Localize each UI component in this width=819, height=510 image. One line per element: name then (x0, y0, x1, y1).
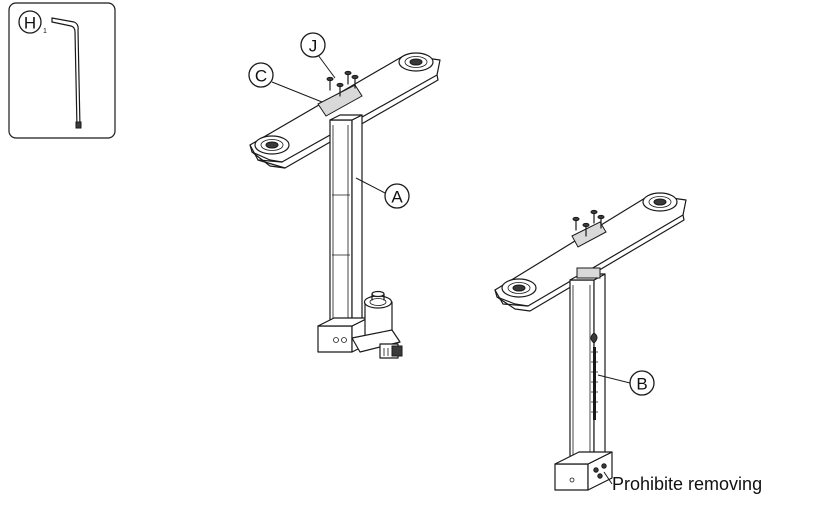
pad-left-a (254, 135, 290, 155)
top-bracket-b (494, 192, 687, 312)
column-b (569, 267, 606, 471)
callout-a: A (355, 177, 410, 209)
hex-key-icon (51, 17, 82, 129)
callout-j-label: J (309, 37, 318, 56)
prohibit-removing-note: Prohibite removing (603, 471, 762, 494)
callout-j: J (300, 32, 336, 79)
screws-b (572, 209, 605, 237)
column-a (329, 114, 363, 331)
prohibit-removing-text: Prohibite removing (612, 474, 762, 494)
motor-a (351, 290, 403, 359)
top-bracket-a (249, 52, 441, 169)
screws-j (326, 70, 359, 97)
callout-c: C (248, 62, 323, 103)
leg-a (249, 52, 441, 359)
column-logo-mark (590, 332, 598, 420)
callout-h-label: H (24, 14, 36, 33)
pad-right-a (398, 52, 434, 72)
callout-a-label: A (391, 188, 403, 207)
leg-b (494, 192, 687, 491)
callout-h-circle (18, 10, 42, 34)
callout-b-label: B (636, 375, 647, 394)
callout-b: B (597, 370, 655, 396)
hex-key-panel: H 1 (8, 2, 116, 139)
callout-c-label: C (255, 67, 267, 86)
pad-left-b (501, 278, 537, 298)
base-block-b (554, 451, 613, 491)
pad-right-b (642, 192, 678, 212)
callout-h-subscript: 1 (43, 28, 47, 35)
